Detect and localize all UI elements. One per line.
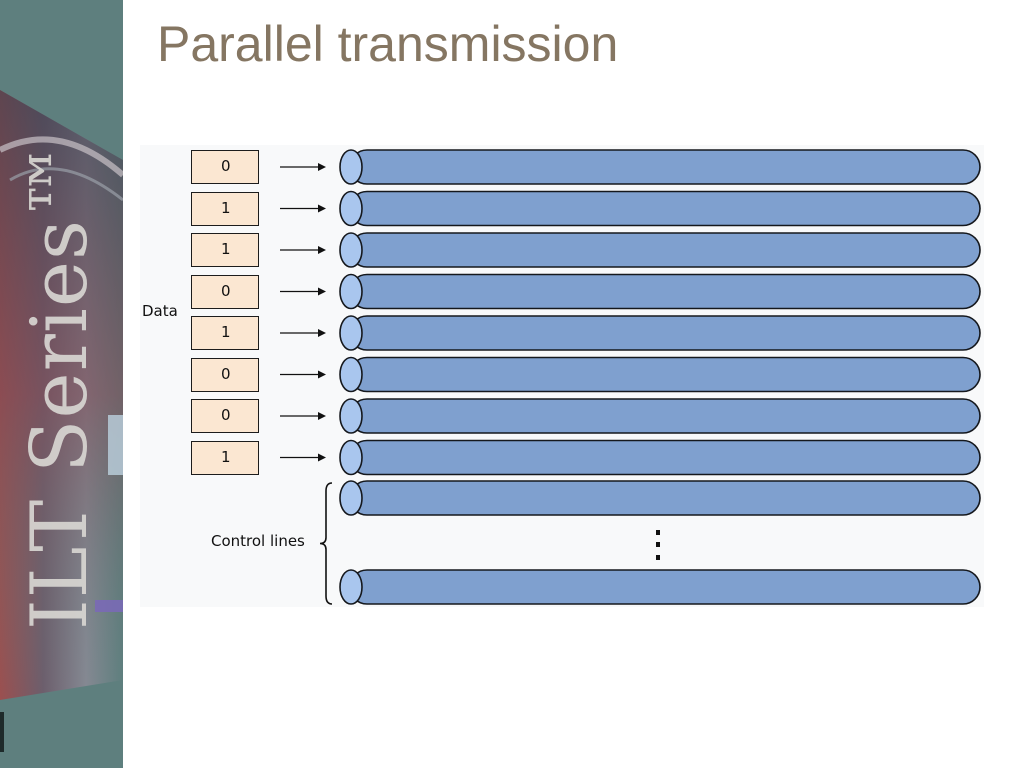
right-arrow-icon [318,329,326,337]
bit-box: 0 [191,357,259,392]
data-wire [349,273,981,310]
parallel-transmission-diagram: Data Control lines 0 1 1 0 1 0 0 1 [140,145,984,607]
bit-box: 1 [191,191,259,226]
sidebar-decoration [0,90,123,752]
data-wire [349,315,981,351]
data-wire [349,149,981,185]
ellipsis-dot [656,530,660,535]
brand-text: ILT Series™ [15,139,105,631]
control-wire-end [339,480,363,516]
data-wire-end [339,190,363,227]
right-arrow-icon [318,370,326,379]
bit-box: 1 [191,440,259,475]
right-arrow-icon [318,246,326,254]
right-arrow-icon [318,453,326,462]
control-lines-label: Control lines [211,532,305,550]
bit-box: 1 [191,316,259,350]
data-wire [349,232,981,268]
right-arrow-icon [318,163,326,171]
data-wire-end [339,439,363,476]
right-arrow-icon [318,412,326,420]
data-wire-end [339,398,363,434]
bit-box: 0 [191,274,259,309]
right-arrow-icon [318,287,326,296]
data-wire-end [339,232,363,268]
data-wire [349,398,981,434]
data-wire-end [339,273,363,310]
ellipsis-dot [656,542,660,547]
curly-brace-icon [319,482,333,605]
control-wire [349,480,981,516]
sidebar-banner: ILT Series™ [0,0,123,768]
data-wire [349,356,981,393]
ellipsis-dot [656,555,660,560]
data-wire [349,439,981,476]
data-wire-end [339,356,363,393]
data-label: Data [142,302,178,320]
control-wire [349,569,981,605]
data-wire-end [339,149,363,185]
wires-layer [280,149,981,605]
slide-title: Parallel transmission [157,16,619,72]
bit-box: 1 [191,233,259,267]
bit-box: 0 [191,150,259,184]
data-wire-end [339,315,363,351]
bit-box: 0 [191,399,259,433]
right-arrow-icon [318,204,326,213]
control-wire-end [339,569,363,605]
data-wire [349,190,981,227]
